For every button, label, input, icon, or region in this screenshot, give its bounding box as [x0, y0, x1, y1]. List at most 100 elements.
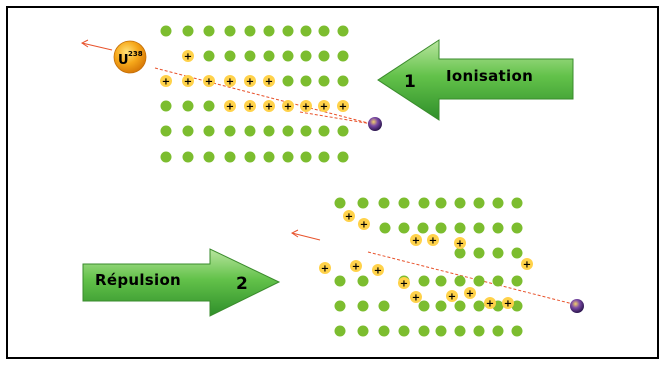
ionized-atom	[182, 75, 194, 87]
atom	[492, 275, 504, 287]
atom	[418, 275, 430, 287]
atom	[282, 25, 294, 37]
atom	[203, 151, 215, 163]
charge-sign: +	[360, 220, 368, 231]
recoil-arrow-1	[81, 39, 113, 51]
ionized-atom	[244, 75, 256, 87]
ionisation-label: Ionisation	[446, 67, 534, 85]
atom	[435, 300, 447, 312]
ionized-atom	[318, 100, 330, 112]
atom	[282, 125, 294, 137]
atom	[357, 325, 369, 337]
atom	[337, 50, 349, 62]
atom	[418, 300, 430, 312]
charge-sign: +	[162, 77, 170, 88]
atom	[263, 125, 275, 137]
ionized-atom	[203, 75, 215, 87]
ionized-atom	[282, 100, 294, 112]
atom	[160, 25, 172, 37]
recoil-arrow-2	[291, 229, 321, 241]
charge-sign: +	[302, 102, 310, 113]
atom	[454, 247, 466, 259]
charge-sign: +	[448, 292, 456, 303]
atom	[454, 275, 466, 287]
ionized-atom	[398, 277, 410, 289]
charge-sign: +	[352, 262, 360, 273]
atom	[224, 50, 236, 62]
uranium-ion: U 238	[113, 40, 147, 74]
charge-sign: +	[246, 77, 254, 88]
atom	[263, 151, 275, 163]
lattice-before: ++++++++++++++	[160, 25, 349, 163]
atom	[300, 25, 312, 37]
atom	[379, 222, 391, 234]
atom	[318, 50, 330, 62]
atom	[357, 275, 369, 287]
atom	[492, 247, 504, 259]
atom	[244, 50, 256, 62]
atom	[318, 25, 330, 37]
ionized-atom	[319, 262, 331, 274]
atom	[454, 300, 466, 312]
ionized-atom	[454, 237, 466, 249]
charge-sign: +	[456, 239, 464, 250]
atom	[473, 275, 485, 287]
atom	[334, 275, 346, 287]
ionized-atom	[224, 100, 236, 112]
repulsion-arrow	[82, 248, 281, 317]
charge-sign: +	[284, 102, 292, 113]
charge-sign: +	[429, 236, 437, 247]
atom	[418, 197, 430, 209]
atom	[357, 197, 369, 209]
charge-sign: +	[265, 102, 273, 113]
atom	[160, 151, 172, 163]
atom	[473, 325, 485, 337]
charge-sign: +	[466, 289, 474, 300]
ionisation-arrow	[377, 39, 574, 121]
atom	[492, 325, 504, 337]
atom	[182, 125, 194, 137]
repulsion-step-number: 2	[236, 274, 248, 294]
atom	[473, 222, 485, 234]
projectile-particle-1	[368, 117, 382, 131]
atom	[473, 247, 485, 259]
charge-sign: +	[246, 102, 254, 113]
lattice-after: +++++++++++++++	[319, 197, 533, 337]
atom	[182, 25, 194, 37]
ion-track-2	[367, 251, 574, 305]
projectile-particle-2	[570, 299, 584, 313]
atom	[357, 300, 369, 312]
ionized-atom	[502, 297, 514, 309]
atom	[318, 151, 330, 163]
charge-sign: +	[523, 260, 531, 271]
repulsion-label: Répulsion	[95, 271, 182, 289]
ionized-atom	[410, 234, 422, 246]
atom	[378, 325, 390, 337]
atom	[224, 25, 236, 37]
atom	[473, 300, 485, 312]
atom	[398, 325, 410, 337]
charge-sign: +	[400, 279, 408, 290]
atom	[334, 325, 346, 337]
charge-sign: +	[412, 293, 420, 304]
charge-sign: +	[504, 299, 512, 310]
ionized-atom	[484, 297, 496, 309]
ionized-atom	[244, 100, 256, 112]
atom	[282, 75, 294, 87]
atom	[300, 50, 312, 62]
ionized-atom	[263, 100, 275, 112]
atom	[334, 300, 346, 312]
atom	[263, 25, 275, 37]
atom	[435, 197, 447, 209]
atom	[378, 300, 390, 312]
charge-sign: +	[374, 266, 382, 277]
atom	[182, 151, 194, 163]
atom	[300, 125, 312, 137]
ionized-atom	[263, 75, 275, 87]
atom	[318, 125, 330, 137]
charge-sign: +	[321, 264, 329, 275]
atom	[300, 75, 312, 87]
atom	[263, 50, 275, 62]
uranium-symbol: U	[118, 53, 129, 68]
